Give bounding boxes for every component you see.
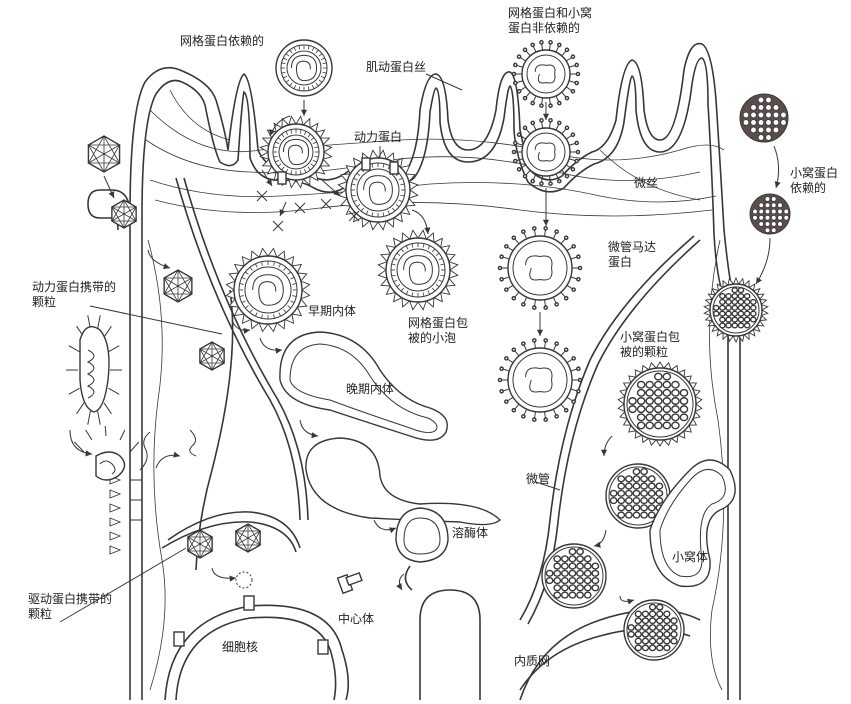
arrow-icosa-1 bbox=[103, 175, 115, 199]
dynamin-collar-1 bbox=[277, 171, 287, 185]
caveolin-virus-2 bbox=[749, 193, 791, 235]
icosa-virus-entering bbox=[111, 199, 137, 229]
independent-vesicle-2 bbox=[497, 338, 583, 422]
arrow-early-2 bbox=[259, 337, 283, 354]
actin-marker-5 bbox=[348, 210, 360, 222]
lysosome bbox=[395, 507, 449, 591]
arrow-dynamin-3 bbox=[321, 179, 341, 197]
arrow-dynamin-2 bbox=[279, 201, 287, 217]
dynein-particle-2 bbox=[199, 341, 225, 371]
clathrin-vesicle-dynamin bbox=[337, 149, 419, 231]
caveolin-budding bbox=[703, 276, 769, 344]
caveosome bbox=[649, 459, 736, 588]
label-early-endosome: 早期内体 bbox=[308, 304, 357, 318]
dynamin-collar-3 bbox=[389, 161, 399, 175]
arrow-clathrin-2 bbox=[269, 115, 291, 137]
dynein-particle-1 bbox=[163, 269, 193, 303]
arrow-caveo-2 bbox=[593, 529, 607, 548]
centrosome bbox=[336, 571, 363, 595]
label-kinesin-particle: 驱动蛋白携带的 颗粒 bbox=[28, 592, 113, 621]
independent-pit bbox=[511, 118, 581, 186]
label-caveolin-dependent: 小窝蛋白 依赖的 bbox=[790, 166, 839, 195]
label-actin-filament: 肌动蛋白丝 bbox=[366, 60, 427, 74]
arrow-caveolin-1 bbox=[773, 145, 781, 189]
label-clathrin-coated-vesicle: 网格蛋白包 被的小泡 bbox=[408, 316, 469, 345]
early-endosome-virus bbox=[225, 247, 311, 333]
arrow-early-1 bbox=[231, 319, 251, 334]
actin-marker-3 bbox=[272, 220, 284, 232]
actin-marker-2 bbox=[294, 202, 306, 214]
caveosome-particle-1 bbox=[605, 463, 671, 529]
label-centrosome: 中心体 bbox=[338, 612, 375, 626]
dynamin-collar-2 bbox=[361, 157, 371, 171]
label-nucleus: 细胞核 bbox=[222, 640, 259, 654]
arrow-group bbox=[69, 100, 781, 605]
nucleus bbox=[164, 571, 350, 701]
arrow-lysosome bbox=[373, 519, 397, 534]
label-microtubule-motor: 微管马达 蛋白 bbox=[608, 240, 657, 269]
kinesin-track bbox=[167, 511, 301, 549]
arrow-kinesin bbox=[211, 567, 237, 582]
rod-virus-left bbox=[79, 326, 197, 481]
clathrin-coated-vesicle bbox=[377, 229, 459, 311]
arrow-rod-2 bbox=[155, 451, 181, 469]
arrow-caveolin-2 bbox=[755, 237, 771, 285]
endosome-lower bbox=[305, 437, 502, 526]
label-dynein-particle: 动力蛋白携带的 颗粒 bbox=[32, 280, 117, 309]
clathrin-pit bbox=[259, 115, 333, 189]
label-microfilament: 微丝 bbox=[634, 176, 659, 190]
arrow-icosa-2 bbox=[147, 249, 171, 270]
label-er: 内质网 bbox=[514, 654, 551, 668]
arrow-clathrin-3 bbox=[411, 209, 431, 235]
arrow-caveo-3 bbox=[619, 595, 635, 605]
label-caveosome: 小窝体 bbox=[672, 550, 709, 564]
actin-marker-1 bbox=[256, 190, 268, 202]
label-microtubule: 微管 bbox=[526, 472, 551, 486]
arrow-dynamin-1 bbox=[261, 169, 273, 187]
label-late-endosome: 晚期内体 bbox=[346, 382, 395, 396]
independent-virus-outside bbox=[511, 40, 581, 108]
caveolin-coated-particle bbox=[617, 361, 703, 447]
arrow-independent-2 bbox=[542, 188, 550, 226]
kinesin-track-inner bbox=[161, 521, 297, 553]
arrow-clathrin-1 bbox=[300, 100, 308, 116]
caveosome-particle-3 bbox=[623, 599, 685, 661]
label-clathrin-caveolin-independent: 网格蛋白和小窝 蛋白非依赖的 bbox=[508, 6, 593, 35]
kinesin-particle-2 bbox=[235, 523, 261, 553]
caveolin-virus-outside bbox=[739, 93, 789, 143]
clathrin-virus-outside bbox=[275, 39, 333, 97]
label-lysosome: 溶酶体 bbox=[452, 526, 489, 540]
label-dynamin: 动力蛋白 bbox=[354, 130, 403, 144]
actin-marker-4 bbox=[320, 198, 332, 210]
label-caveolin-coated-particle: 小窝蛋白包 被的颗粒 bbox=[620, 330, 681, 359]
late-endosome bbox=[279, 331, 448, 441]
independent-vesicle-1 bbox=[497, 226, 583, 310]
arrow-late-1 bbox=[299, 419, 319, 439]
kinesin-particle-1 bbox=[187, 529, 213, 559]
caveosome-particle-2 bbox=[541, 543, 607, 609]
arrow-independent-1 bbox=[542, 102, 550, 120]
arrow-rod-1 bbox=[69, 429, 93, 457]
icosa-virus-outside bbox=[87, 135, 121, 173]
arrow-independent-3 bbox=[536, 312, 544, 336]
arrow-caveo-1 bbox=[600, 435, 613, 457]
label-clathrin-dependent: 网格蛋白依赖的 bbox=[180, 34, 265, 48]
arrow-lysosome-out bbox=[396, 573, 405, 591]
